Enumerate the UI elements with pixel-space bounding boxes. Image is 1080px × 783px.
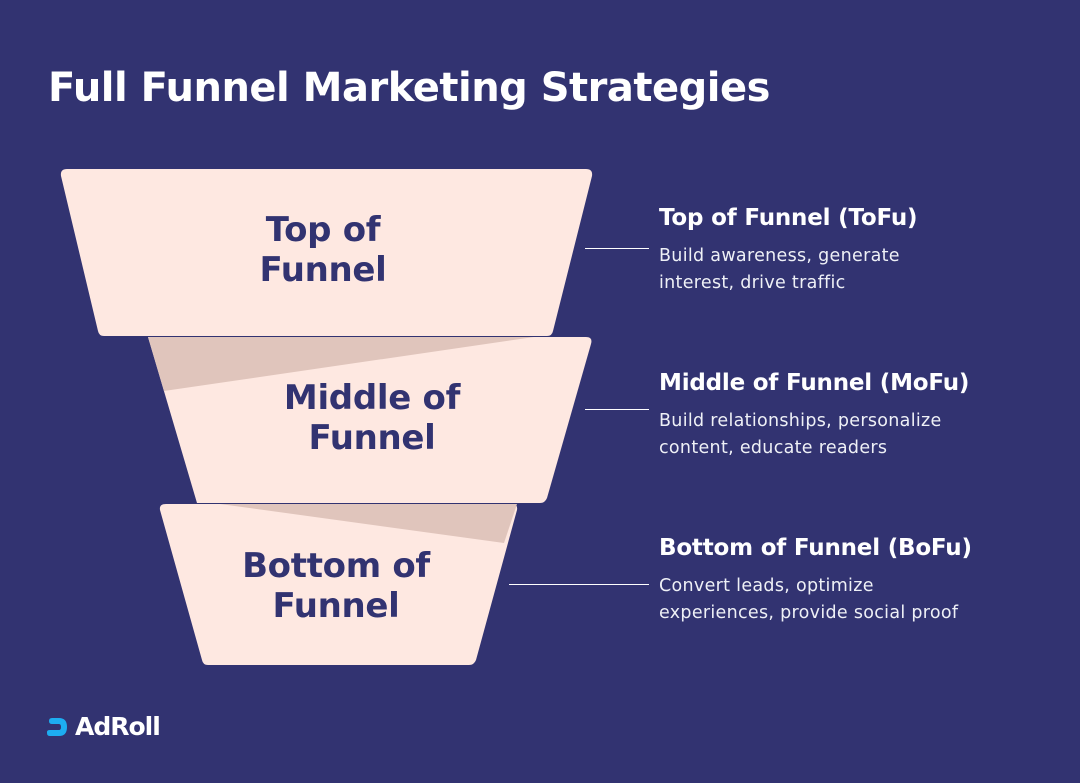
- connector-line-top: [585, 248, 649, 249]
- funnel-label-top: Top of Funnel: [203, 210, 443, 290]
- adroll-logo-mark-icon: [47, 718, 67, 736]
- stage-text-middle: Build relationships, personalize content…: [659, 408, 969, 462]
- funnel-stage-top-shape: [60, 169, 593, 336]
- funnel-label-bottom-line1: Bottom of: [242, 546, 430, 586]
- stage-heading-bottom: Bottom of Funnel (BoFu): [659, 535, 972, 561]
- funnel-label-bottom-line2: Funnel: [272, 586, 400, 626]
- funnel-stage-middle-shape: [148, 337, 592, 503]
- stage-text-bottom-line1: Convert leads, optimize: [659, 576, 874, 596]
- stage-heading-middle: Middle of Funnel (MoFu): [659, 370, 970, 396]
- stage-text-bottom-line2: experiences, provide social proof: [659, 603, 959, 623]
- funnel-label-top-line2: Funnel: [259, 250, 387, 290]
- stage-text-middle-line2: content, educate readers: [659, 438, 888, 458]
- stage-text-top-line1: Build awareness, generate: [659, 246, 900, 266]
- adroll-wordmark: AdRoll: [75, 712, 161, 741]
- funnel-label-top-line1: Top of: [265, 210, 381, 250]
- funnel-label-middle-line2: Funnel: [308, 418, 436, 458]
- connector-line-bottom: [509, 584, 649, 585]
- adroll-logo: AdRoll: [46, 712, 161, 741]
- stage-text-bottom: Convert leads, optimize experiences, pro…: [659, 573, 972, 627]
- page-title: Full Funnel Marketing Strategies: [48, 65, 770, 111]
- funnel-label-bottom: Bottom of Funnel: [191, 546, 481, 626]
- connector-line-middle: [585, 409, 649, 410]
- funnel-label-middle: Middle of Funnel: [232, 378, 512, 458]
- stage-heading-top: Top of Funnel (ToFu): [659, 205, 918, 231]
- stage-text-middle-line1: Build relationships, personalize: [659, 411, 942, 431]
- stage-description-top: Top of Funnel (ToFu) Build awareness, ge…: [659, 203, 918, 297]
- stage-text-top-line2: interest, drive traffic: [659, 273, 846, 293]
- stage-description-bottom: Bottom of Funnel (BoFu) Convert leads, o…: [659, 533, 972, 627]
- stage-description-middle: Middle of Funnel (MoFu) Build relationsh…: [659, 368, 969, 462]
- funnel-stage-bottom-shape: [159, 504, 518, 665]
- funnel-label-middle-line1: Middle of: [283, 378, 461, 418]
- stage-text-top: Build awareness, generate interest, driv…: [659, 243, 917, 297]
